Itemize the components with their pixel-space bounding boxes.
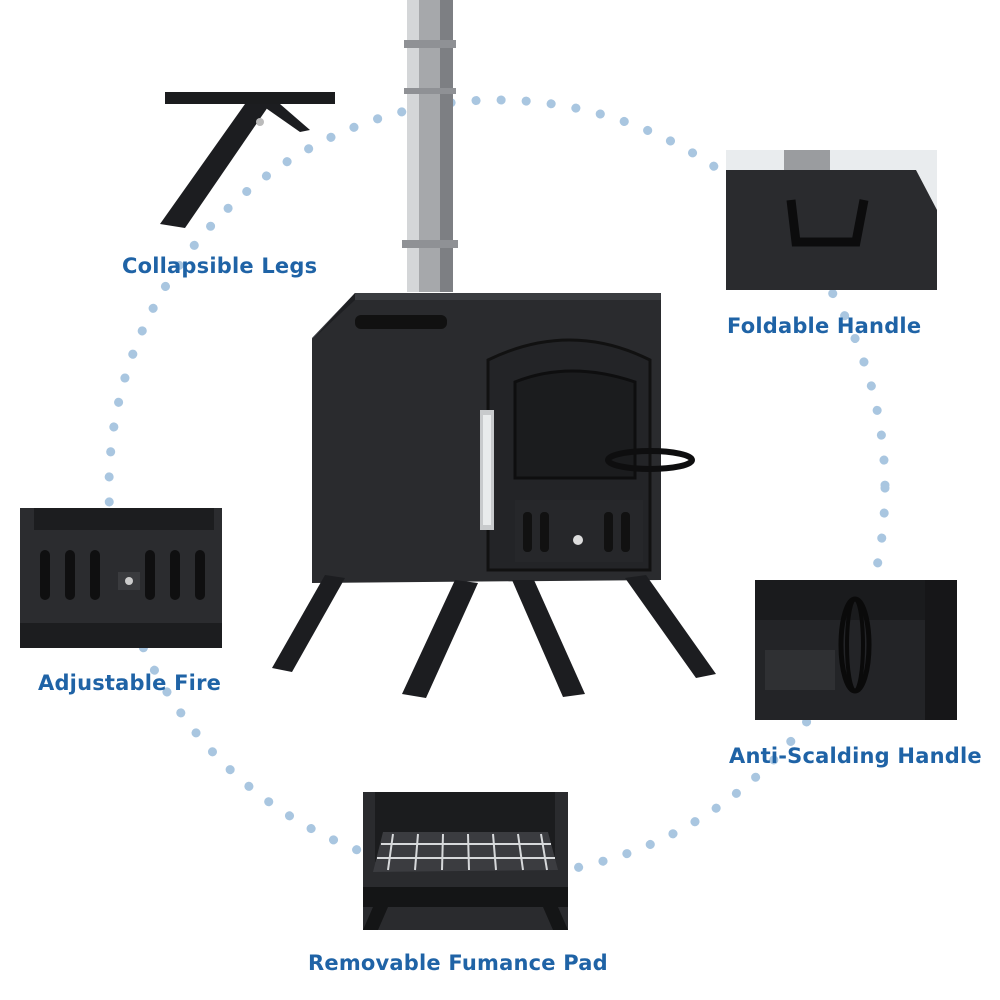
removable-pad-label: Removable Fumance Pad <box>308 951 608 975</box>
anti-scalding-handle-image <box>755 580 957 720</box>
stove-image <box>272 0 716 698</box>
removable-pad-image <box>363 792 568 930</box>
foldable-handle-label: Foldable Handle <box>727 314 922 338</box>
collapsible-legs-image <box>160 92 335 228</box>
foldable-handle-image <box>726 150 937 290</box>
adjustable-fire-label: Adjustable Fire <box>38 671 222 695</box>
adjustable-fire-image <box>20 508 222 648</box>
collapsible-legs-label: Collapsible Legs <box>122 254 318 278</box>
anti-scalding-handle-label: Anti-Scalding Handle <box>729 744 982 768</box>
